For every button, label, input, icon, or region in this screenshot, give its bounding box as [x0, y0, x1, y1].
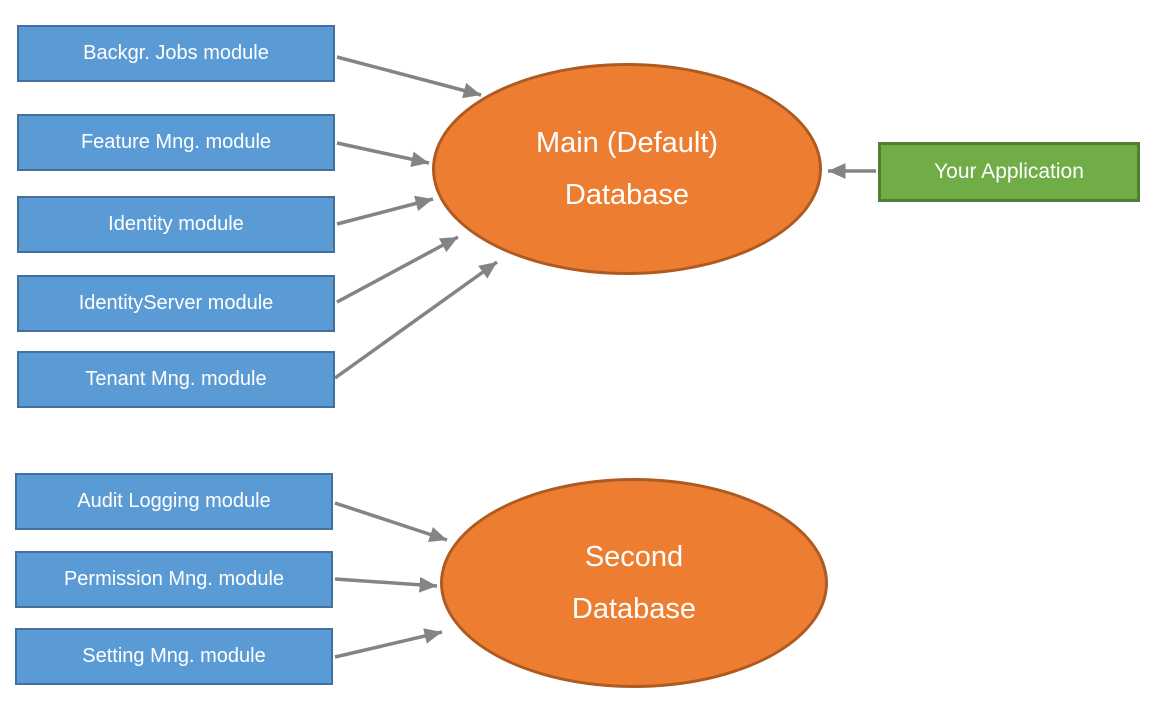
database-label-line: Second — [584, 541, 684, 573]
module-label: Audit Logging module — [77, 490, 271, 512]
module-label: Feature Mng. module — [80, 131, 272, 153]
application-label: Your Application — [934, 160, 1084, 183]
main-database-ellipse: Main (Default) Database — [432, 63, 822, 275]
module-box-tenant-mng: Tenant Mng. module — [17, 351, 335, 408]
module-box-feature-mng: Feature Mng. module — [17, 114, 335, 171]
second-database-ellipse: Second Database — [440, 478, 828, 688]
database-label-line: Database — [571, 593, 697, 625]
module-label: Permission Mng. module — [63, 568, 285, 590]
module-box-permission-mng: Permission Mng. module — [15, 551, 333, 608]
arrow-tenant-mng-to-main-db — [333, 260, 499, 380]
arrow-identity-to-main-db — [336, 195, 434, 226]
module-label: Setting Mng. module — [82, 645, 266, 667]
module-box-identityserver: IdentityServer module — [17, 275, 335, 332]
arrow-permission-mng-to-second-db — [334, 576, 438, 593]
module-label: IdentityServer module — [78, 292, 274, 314]
module-box-backgr-jobs: Backgr. Jobs module — [17, 25, 335, 82]
arrow-feature-mng-to-main-db — [336, 141, 430, 167]
module-label: Backgr. Jobs module — [83, 42, 269, 64]
module-box-audit-logging: Audit Logging module — [15, 473, 333, 530]
arrow-setting-mng-to-second-db — [334, 628, 443, 659]
database-label-line: Main (Default) — [535, 127, 719, 159]
arrow-audit-logging-to-second-db — [334, 501, 448, 542]
your-application-box: Your Application — [878, 142, 1140, 202]
arrow-identityserver-to-main-db — [336, 235, 459, 304]
arrow-backgr-jobs-to-main-db — [336, 55, 482, 99]
module-box-setting-mng: Setting Mng. module — [15, 628, 333, 685]
module-label: Identity module — [108, 213, 244, 235]
module-label: Tenant Mng. module — [85, 368, 267, 390]
module-box-identity: Identity module — [17, 196, 335, 253]
database-label-line: Database — [564, 179, 690, 211]
